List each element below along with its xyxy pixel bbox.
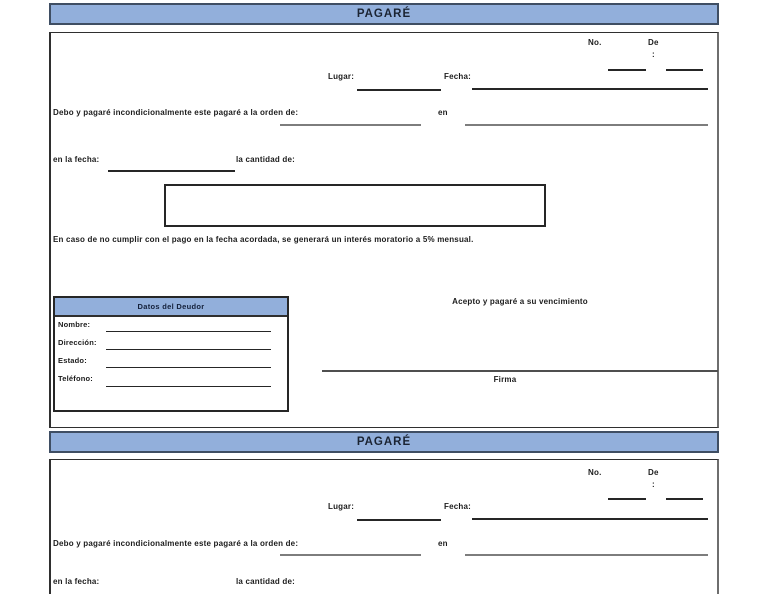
interes-moratorio-text-1: En caso de no cumplir con el pago en la … — [53, 235, 474, 244]
lugar-label-1: Lugar: — [328, 72, 355, 81]
de-label-2: De — [648, 468, 659, 477]
en-la-fecha-input-line-1[interactable] — [108, 170, 235, 172]
acepto-text: Acepto y pagaré a su vencimiento — [452, 297, 588, 306]
pagare-title-2: PAGARÉ — [356, 436, 412, 448]
datos-deudor-title: Datos del Deudor — [137, 302, 205, 311]
cantidad-label-1: la cantidad de: — [236, 155, 296, 164]
estado-input-line[interactable] — [106, 367, 271, 368]
pagare-header-band-2: PAGARÉ — [49, 431, 719, 453]
en-label-2: en — [438, 539, 448, 548]
lugar-input-line-1[interactable] — [357, 89, 441, 91]
no-input-line-1[interactable] — [608, 69, 646, 71]
fecha-label-1: Fecha: — [444, 72, 471, 81]
firma-label: Firma — [493, 375, 517, 384]
datos-deudor-box: Datos del Deudor — [53, 296, 289, 412]
en-la-fecha-label-2: en la fecha: — [53, 577, 100, 586]
orden-input-line-1[interactable] — [280, 124, 421, 126]
lugar-input-line-2[interactable] — [357, 519, 441, 521]
debo-orden-label-2: Debo y pagaré incondicionalmente este pa… — [53, 539, 299, 548]
lugar-label-2: Lugar: — [328, 502, 355, 511]
datos-deudor-header: Datos del Deudor — [55, 298, 287, 317]
en-la-fecha-label-1: en la fecha: — [53, 155, 100, 164]
telefono-label: Teléfono: — [58, 374, 93, 383]
pagare-body-2 — [49, 459, 719, 594]
de-colon-1: : — [652, 50, 655, 59]
firma-signature-line[interactable] — [322, 370, 718, 372]
no-input-line-2[interactable] — [608, 498, 646, 500]
pagare-title-1: PAGARÉ — [356, 8, 412, 20]
de-colon-2: : — [652, 480, 655, 489]
estado-label: Estado: — [58, 356, 87, 365]
de-input-line-2[interactable] — [666, 498, 703, 500]
orden-input-line-2[interactable] — [280, 554, 421, 556]
nombre-input-line[interactable] — [106, 331, 271, 332]
telefono-input-line[interactable] — [106, 386, 271, 387]
direccion-input-line[interactable] — [106, 349, 271, 350]
direccion-label: Dirección: — [58, 338, 97, 347]
cantidad-label-2: la cantidad de: — [236, 577, 296, 586]
pagare-header-band-1: PAGARÉ — [49, 3, 719, 25]
fecha-input-line-2[interactable] — [472, 518, 708, 520]
nombre-label: Nombre: — [58, 320, 91, 329]
de-input-line-1[interactable] — [666, 69, 703, 71]
no-label-1: No. — [588, 38, 602, 47]
no-label-2: No. — [588, 468, 602, 477]
cantidad-amount-box-1[interactable] — [164, 184, 546, 227]
fecha-label-2: Fecha: — [444, 502, 471, 511]
fecha-input-line-1[interactable] — [472, 88, 708, 90]
en-input-line-2[interactable] — [465, 554, 708, 556]
de-label-1: De — [648, 38, 659, 47]
en-input-line-1[interactable] — [465, 124, 708, 126]
en-label-1: en — [438, 108, 448, 117]
debo-orden-label-1: Debo y pagaré incondicionalmente este pa… — [53, 108, 299, 117]
